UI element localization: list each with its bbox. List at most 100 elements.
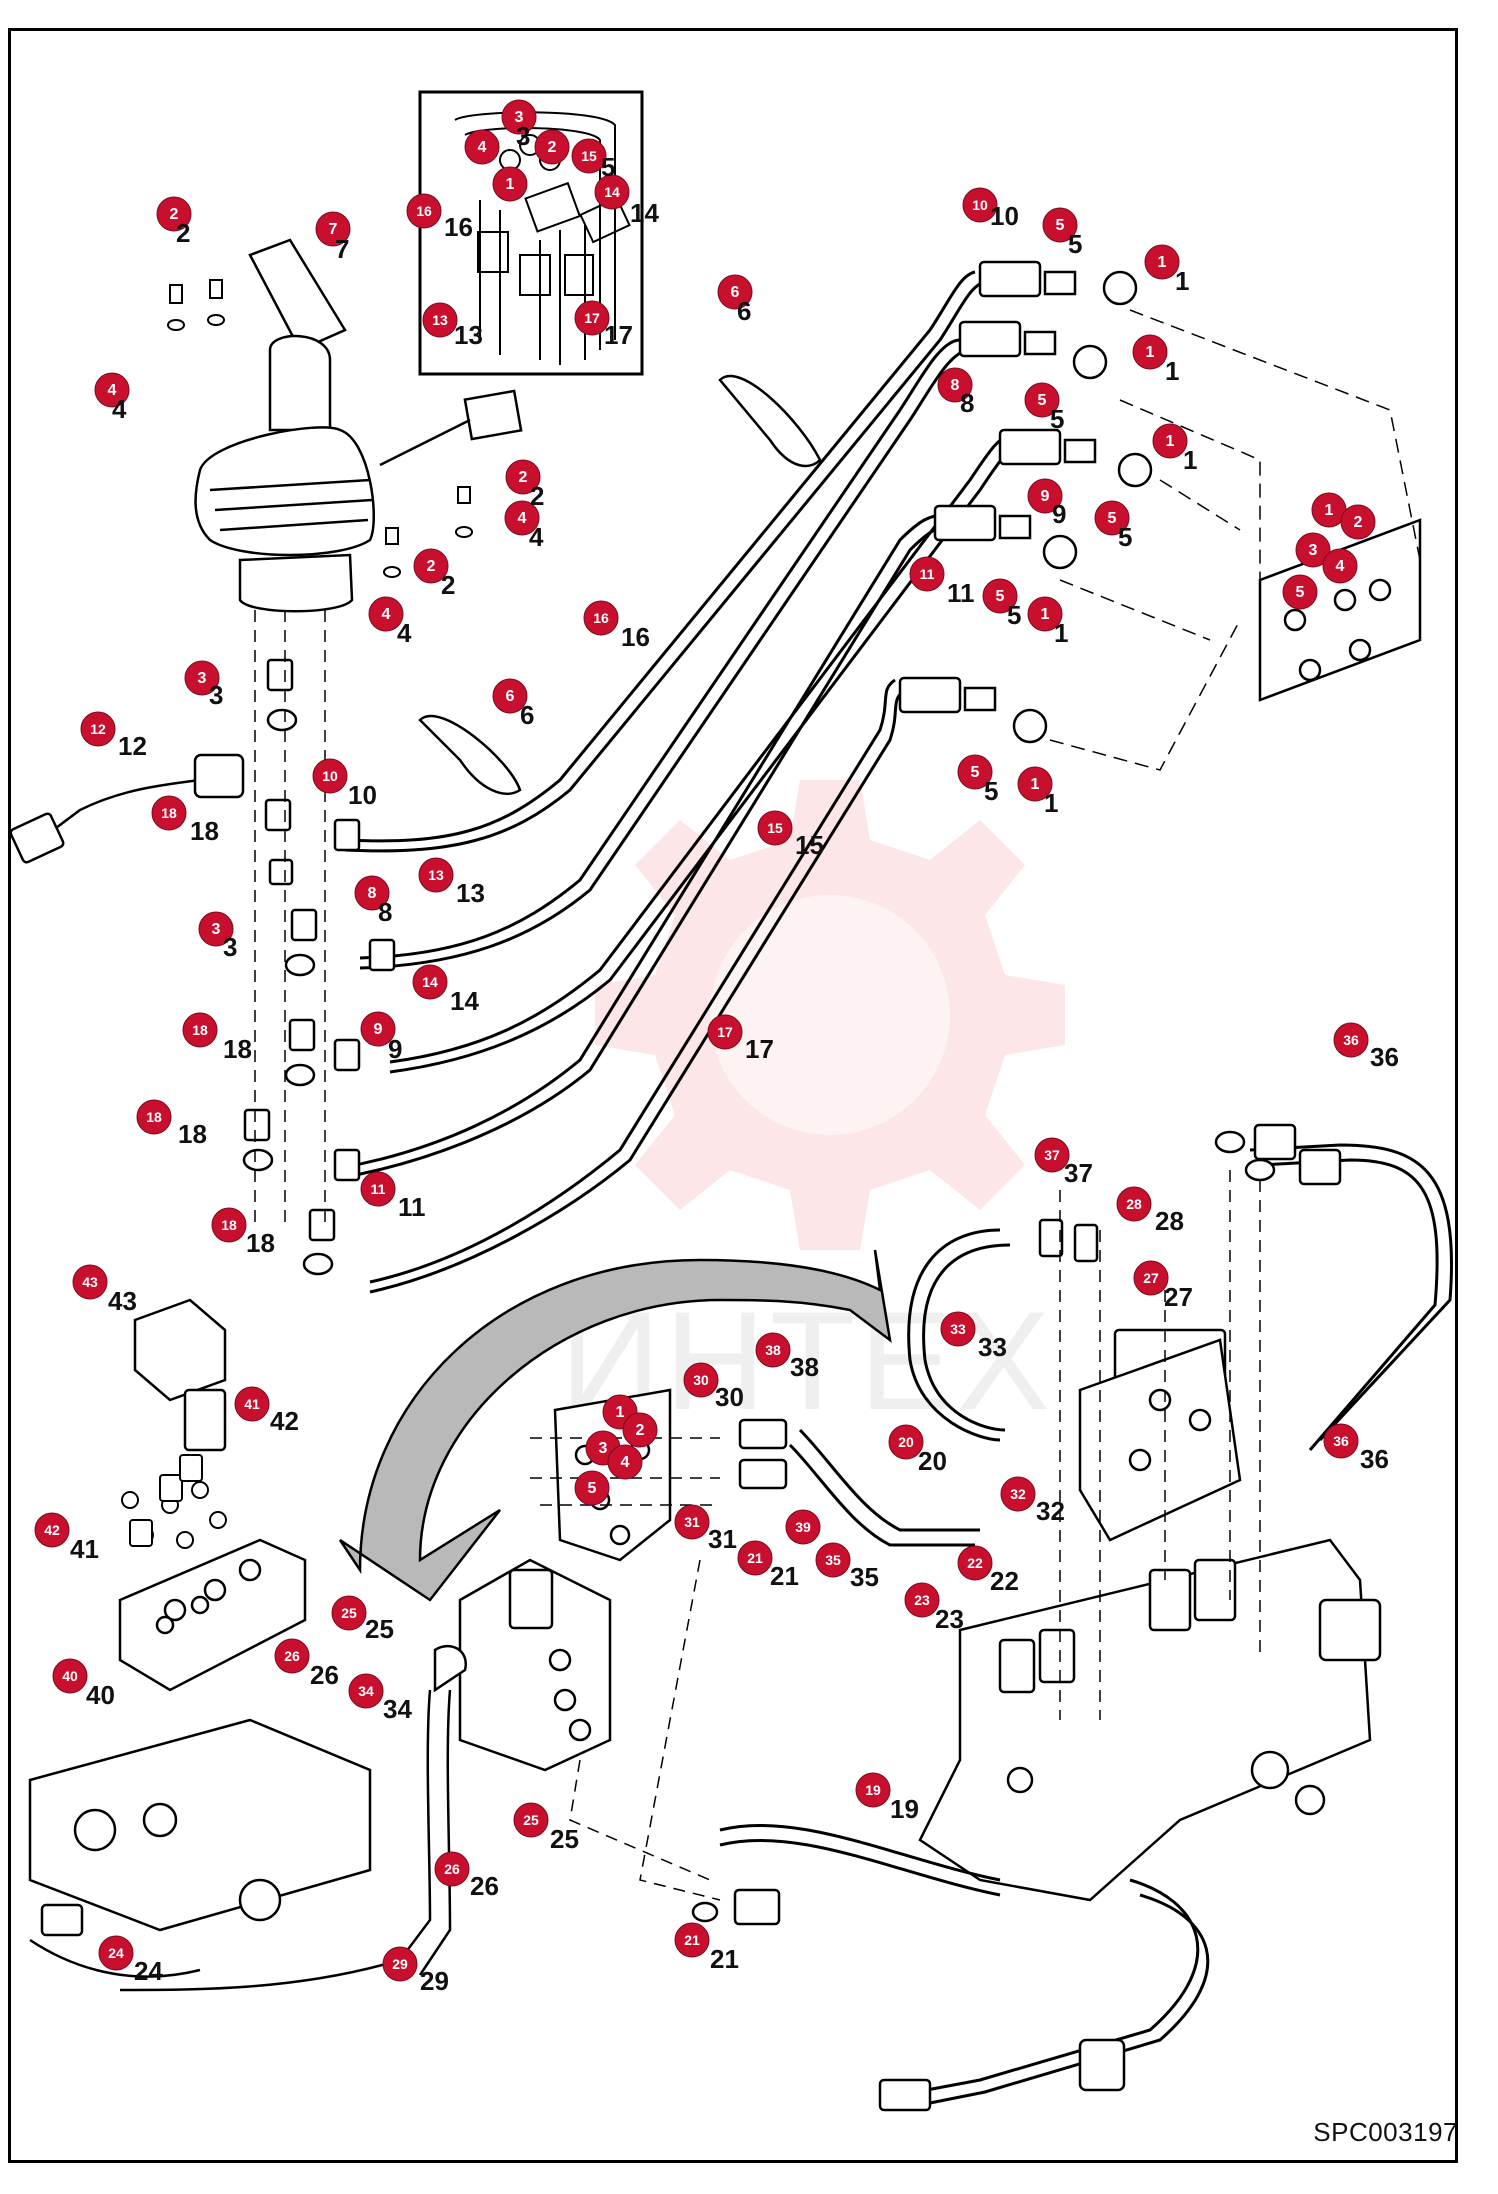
callout-number: 14 — [422, 974, 438, 990]
callout-number: 3 — [1309, 542, 1318, 559]
part-number-label: 1 — [1183, 445, 1197, 475]
callout-circle — [1042, 207, 1078, 243]
part-number-label: 42 — [270, 1406, 299, 1436]
callout-circle — [1323, 1423, 1359, 1459]
detail-inset — [418, 90, 644, 376]
part-number-label: 2 — [176, 218, 190, 248]
callout-badge: 36 — [1323, 1423, 1359, 1459]
callout-badge: 26 — [434, 1851, 470, 1887]
callout-number: 4 — [621, 1454, 630, 1471]
callout-badge: 10 — [962, 187, 998, 223]
callout-number: 16 — [416, 203, 432, 219]
callout-number: 31 — [684, 1514, 700, 1530]
callout-number: 11 — [371, 1181, 386, 1197]
callout-badge: 36 — [1333, 1022, 1369, 1058]
callout-circle — [1282, 574, 1318, 610]
callout-circle — [1132, 334, 1168, 370]
part-number-label: 25 — [365, 1614, 394, 1644]
callout-circle — [1027, 478, 1063, 514]
part-number-label: 40 — [86, 1680, 115, 1710]
callout-number: 6 — [731, 284, 740, 301]
callout-number: 23 — [914, 1592, 930, 1608]
callout-number: 1 — [1031, 776, 1040, 793]
part-number-label: 5 — [984, 776, 998, 806]
callout-circle — [182, 1012, 218, 1048]
callout-number: 18 — [161, 805, 177, 821]
callout-badge: 2 — [1340, 504, 1376, 540]
callout-badge: 11 — [909, 556, 945, 592]
part-number-label: 38 — [790, 1352, 819, 1382]
callout-circle — [571, 138, 607, 174]
callout-badge: 8 — [354, 875, 390, 911]
part-number-label: 23 — [935, 1604, 964, 1634]
part-number-label: 18 — [178, 1119, 207, 1149]
part-number-label: 5 — [1007, 600, 1021, 630]
callout-number: 3 — [515, 109, 524, 126]
part-number-label: 26 — [470, 1871, 499, 1901]
callout-circle — [755, 1332, 791, 1368]
callout-number: 2 — [636, 1422, 645, 1439]
callout-number: 29 — [392, 1956, 408, 1972]
callout-circle — [1133, 1260, 1169, 1296]
callout-circle — [757, 810, 793, 846]
part-number-label: 11 — [398, 1192, 426, 1222]
part-number-label: 21 — [770, 1561, 799, 1591]
callout-number: 43 — [82, 1274, 98, 1290]
callout-circle — [136, 1099, 172, 1135]
part-number-label: 8 — [378, 897, 392, 927]
part-number-label: 21 — [710, 1944, 739, 1974]
callout-badge: 17 — [707, 1014, 743, 1050]
callout-circle — [1027, 596, 1063, 632]
callout-badge: 24 — [98, 1935, 134, 1971]
callout-circle — [1295, 532, 1331, 568]
callout-number: 1 — [506, 176, 515, 193]
part-number-label: 3 — [223, 932, 237, 962]
callout-badge: 3 — [184, 660, 220, 696]
part-number-label: 4 — [529, 522, 544, 552]
callout-badge: 2 — [413, 548, 449, 584]
callout-number: 36 — [1343, 1032, 1359, 1048]
part-number-label: 7 — [335, 234, 349, 264]
part-number-label: 32 — [1036, 1496, 1065, 1526]
callout-number: 11 — [920, 566, 935, 582]
part-number-label: 2 — [530, 481, 544, 511]
part-number-label: 3 — [209, 680, 223, 710]
callout-badge: 13 — [418, 857, 454, 893]
part-number-label: 18 — [223, 1034, 252, 1064]
callout-number: 36 — [1333, 1433, 1349, 1449]
callout-number: 37 — [1044, 1147, 1060, 1163]
drawing-frame — [8, 28, 1458, 2163]
callout-badge: 15 — [571, 138, 607, 174]
callout-badge: 8 — [937, 367, 973, 403]
callout-badge: 1 — [1132, 334, 1168, 370]
part-number-label: 25 — [550, 1824, 579, 1854]
part-number-label: 33 — [978, 1332, 1007, 1362]
callout-badge: 18 — [182, 1012, 218, 1048]
callout-circle — [412, 964, 448, 1000]
callout-badge: 3 — [198, 911, 234, 947]
callout-circle — [72, 1264, 108, 1300]
callout-circle — [622, 1412, 658, 1448]
callout-badge: 37 — [1034, 1137, 1070, 1173]
callout-badge: 13 — [422, 302, 458, 338]
callout-badge: 5 — [574, 1470, 610, 1506]
joystick-bolts — [167, 279, 473, 578]
callout-badge: 4 — [607, 1444, 643, 1480]
callout-circle — [360, 1011, 396, 1047]
callout-badge: 9 — [1027, 478, 1063, 514]
solenoid-and-block — [28, 1298, 372, 1978]
callout-circle — [406, 193, 442, 229]
part-number-label: 4 — [397, 618, 412, 648]
callout-number: 13 — [428, 867, 444, 883]
callout-badge: 2 — [534, 129, 570, 165]
callout-circle — [1144, 244, 1180, 280]
callout-badge: 9 — [360, 1011, 396, 1047]
callout-circle — [354, 875, 390, 911]
callout-circle — [464, 129, 500, 165]
callout-badge: 21 — [737, 1540, 773, 1576]
callout-circle — [492, 166, 528, 202]
callout-badge: 6 — [492, 678, 528, 714]
callout-badge: 4 — [368, 596, 404, 632]
callout-number: 30 — [693, 1372, 709, 1388]
callout-badge: 7 — [315, 211, 351, 247]
